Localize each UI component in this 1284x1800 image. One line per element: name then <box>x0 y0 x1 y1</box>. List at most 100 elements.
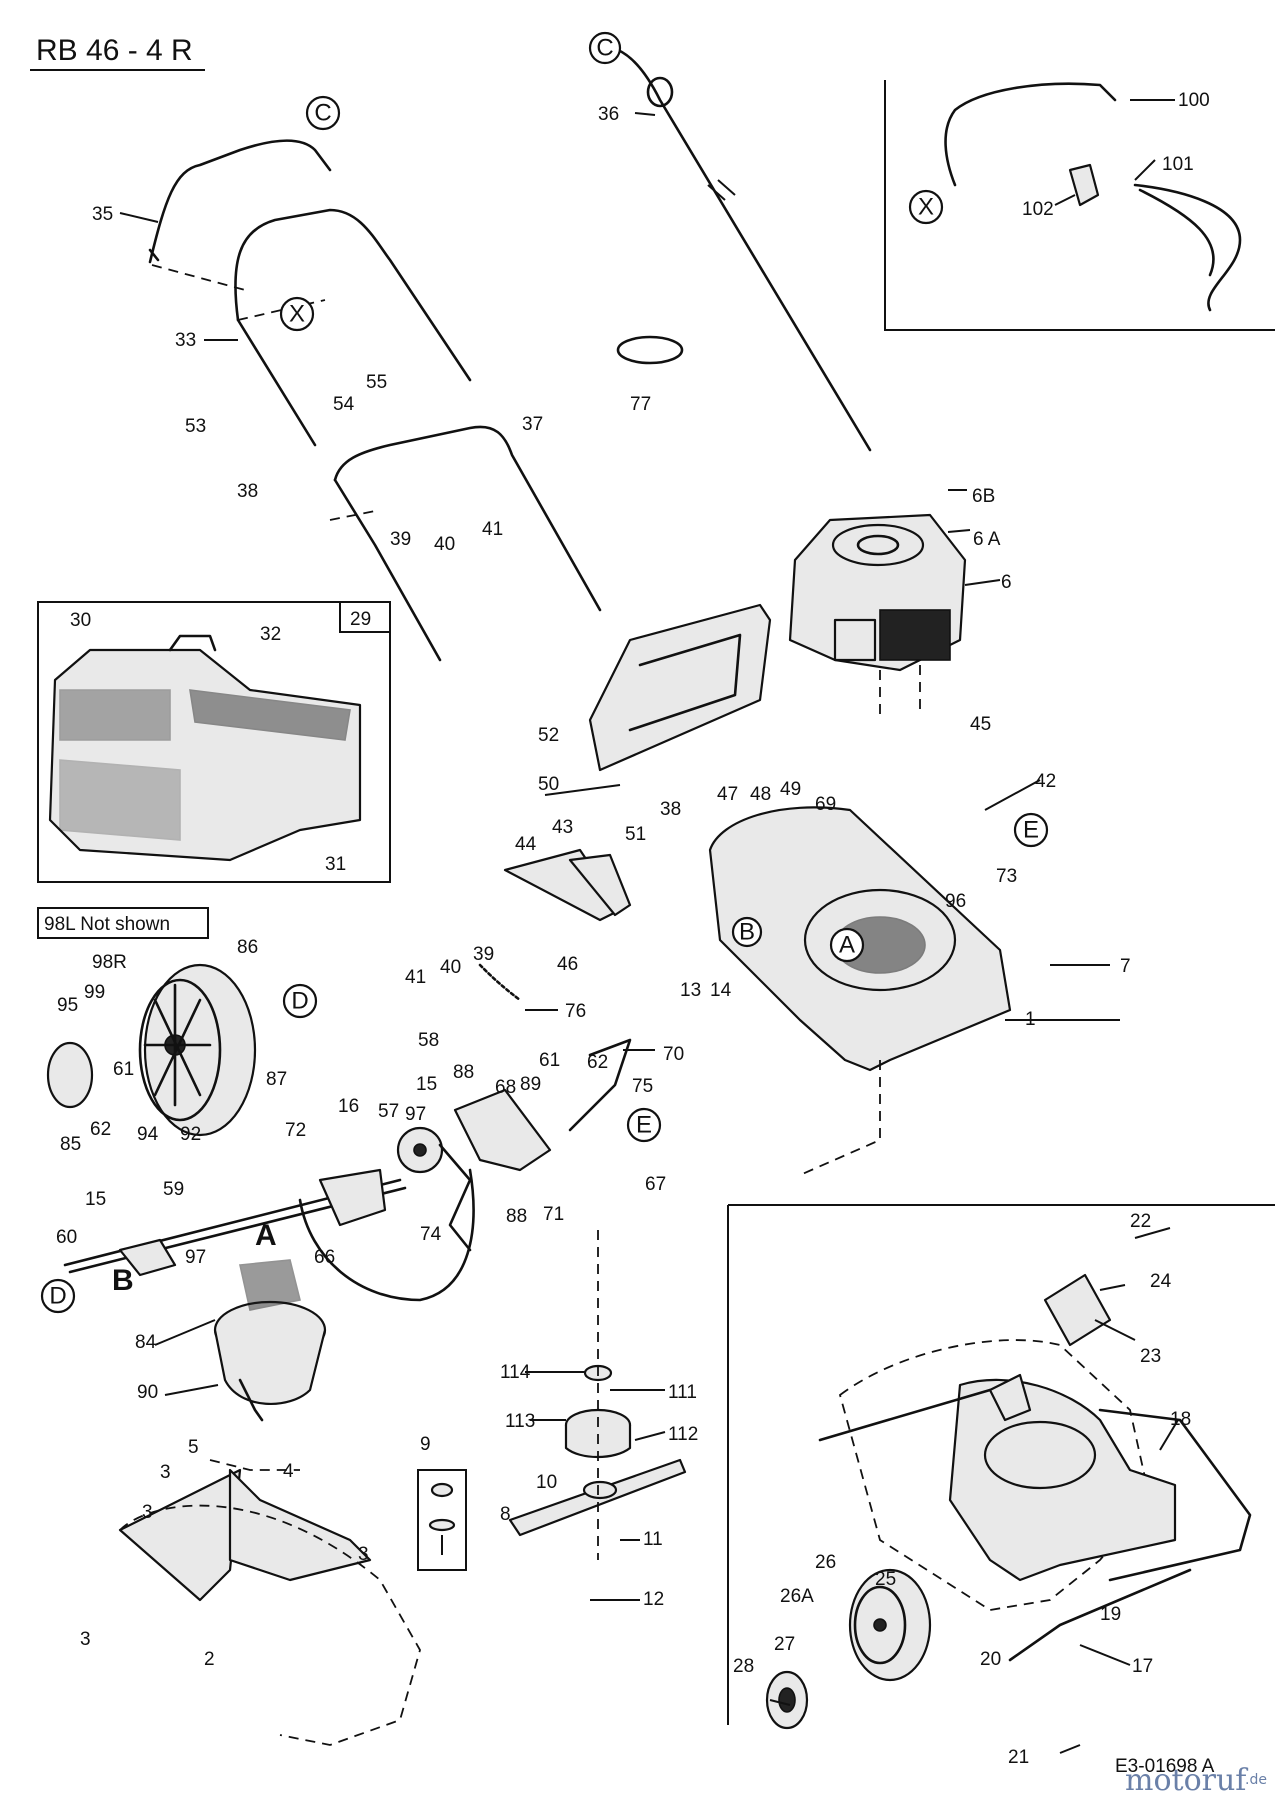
grass-bag-inset-label-box <box>339 601 391 633</box>
leader-lines <box>119 99 1179 1754</box>
engine-6 <box>788 513 967 720</box>
rear-wheel-87 <box>138 963 257 1137</box>
ref-c-handle: C <box>305 95 341 131</box>
part-label: 89 <box>520 1074 541 1095</box>
drive-gear-57 <box>396 1126 444 1174</box>
svg-text:.de: .de <box>1245 1772 1267 1788</box>
grass-bag-inset-frame <box>37 601 391 883</box>
grass-bag-29 <box>48 634 362 862</box>
part-label: 41 <box>482 519 503 540</box>
part-label: 35 <box>92 204 113 225</box>
part-label: 18 <box>1170 1409 1191 1430</box>
part-label: 16 <box>338 1096 359 1117</box>
drive-cable-100 <box>944 82 1117 187</box>
part-label: 5 <box>188 1437 199 1458</box>
part-label: 4 <box>283 1461 294 1482</box>
part-label: 99 <box>84 982 105 1003</box>
front-wheel-26 <box>848 1568 932 1682</box>
upper-handle-35 <box>148 139 332 291</box>
part-label: 30 <box>70 610 91 631</box>
motoruf-watermark: motoruf .de <box>1125 1763 1267 1798</box>
part-label: 26 <box>815 1552 836 1573</box>
part-label: 75 <box>632 1076 653 1097</box>
part-label: 111 <box>668 1382 697 1403</box>
part-label: 51 <box>625 824 646 845</box>
part-label: 19 <box>1100 1604 1121 1625</box>
part-label: 88 <box>453 1062 474 1083</box>
part-label: 69 <box>815 794 836 815</box>
part-label: 77 <box>630 394 651 415</box>
part-label: 41 <box>405 967 426 988</box>
drawing-number: E3-01698 A <box>1115 1756 1215 1777</box>
part-label: 53 <box>185 416 206 437</box>
part-label: 21 <box>1008 1747 1029 1768</box>
part-label: 23 <box>1140 1346 1161 1367</box>
part-label: 73 <box>996 866 1017 887</box>
ref-d-wheel: D <box>282 983 318 1019</box>
part-label: 11 <box>643 1529 663 1550</box>
part-label: 61 <box>113 1059 134 1080</box>
part-label: 38 <box>660 799 681 820</box>
part-label: 101 <box>1162 154 1194 175</box>
part-label: 37 <box>522 414 543 435</box>
drive-belt-loop <box>298 1168 475 1302</box>
part-label: 54 <box>333 394 355 415</box>
part-label: 61 <box>539 1050 560 1071</box>
part-label: 31 <box>325 854 346 875</box>
cable-inset-frame <box>884 80 1275 331</box>
part-label: 33 <box>175 330 196 351</box>
part-label: 29 <box>350 609 371 630</box>
part-label: 62 <box>587 1052 608 1073</box>
ref-b-axle: B <box>112 1264 134 1297</box>
parts-kit-9-box <box>417 1469 467 1571</box>
part-label: 67 <box>645 1174 666 1195</box>
svg-text:B: B <box>739 919 755 946</box>
part-label: 2 <box>204 1649 215 1670</box>
lower-handle-33 <box>234 208 472 447</box>
ref-a-axle: A <box>255 1219 277 1252</box>
svg-text:motoruf: motoruf <box>1125 1763 1248 1798</box>
part-label: 40 <box>440 957 461 978</box>
part-labels: 1 2 3 3 3 3 4 5 6 6 A 6B 7 8 9 10 11 12 … <box>56 90 1210 1768</box>
drive-belt-74 <box>438 1143 472 1252</box>
part-label: 28 <box>733 1656 754 1677</box>
part-label: 48 <box>750 784 771 805</box>
part-label: 39 <box>473 944 494 965</box>
svg-text:X: X <box>289 301 305 328</box>
part-label: 95 <box>57 995 78 1016</box>
parts-kit-9 <box>428 1482 456 1555</box>
part-label: 45 <box>970 714 991 735</box>
ref-e-deck: E <box>626 1107 662 1143</box>
part-label: 12 <box>643 1589 664 1610</box>
ref-x-handle: X <box>279 296 315 332</box>
part-label: 84 <box>135 1332 157 1353</box>
handle-37 <box>329 425 602 662</box>
part-label: 3 <box>80 1629 91 1650</box>
part-label: 8 <box>500 1504 511 1525</box>
part-label: 3 <box>160 1462 171 1483</box>
part-label: 62 <box>90 1119 111 1140</box>
part-label: 6B <box>972 486 995 507</box>
spring-76 <box>478 963 522 1002</box>
part-label: 47 <box>717 784 738 805</box>
part-label: 15 <box>416 1074 437 1095</box>
hubcap-28 <box>765 1670 809 1730</box>
part-label: 36 <box>598 104 619 125</box>
svg-text:D: D <box>49 1283 66 1310</box>
part-label: 52 <box>538 725 559 746</box>
part-label: 9 <box>420 1434 431 1455</box>
ref-e-bracket: E <box>1013 812 1049 848</box>
part-label: 94 <box>137 1124 159 1145</box>
svg-text:E: E <box>1023 817 1039 844</box>
part-label: 72 <box>285 1120 306 1141</box>
part-label: 76 <box>565 1001 586 1022</box>
part-label: 3 <box>142 1502 153 1523</box>
deck-assembly-inset-frame <box>727 1204 1275 1725</box>
throttle-cable-36 <box>616 48 872 452</box>
not-shown-note-box <box>37 907 209 939</box>
part-label: 39 <box>390 529 411 550</box>
part-label: 1 <box>1025 1009 1036 1030</box>
ref-d-axle: D <box>40 1278 76 1314</box>
part-label: 26A <box>780 1586 814 1607</box>
